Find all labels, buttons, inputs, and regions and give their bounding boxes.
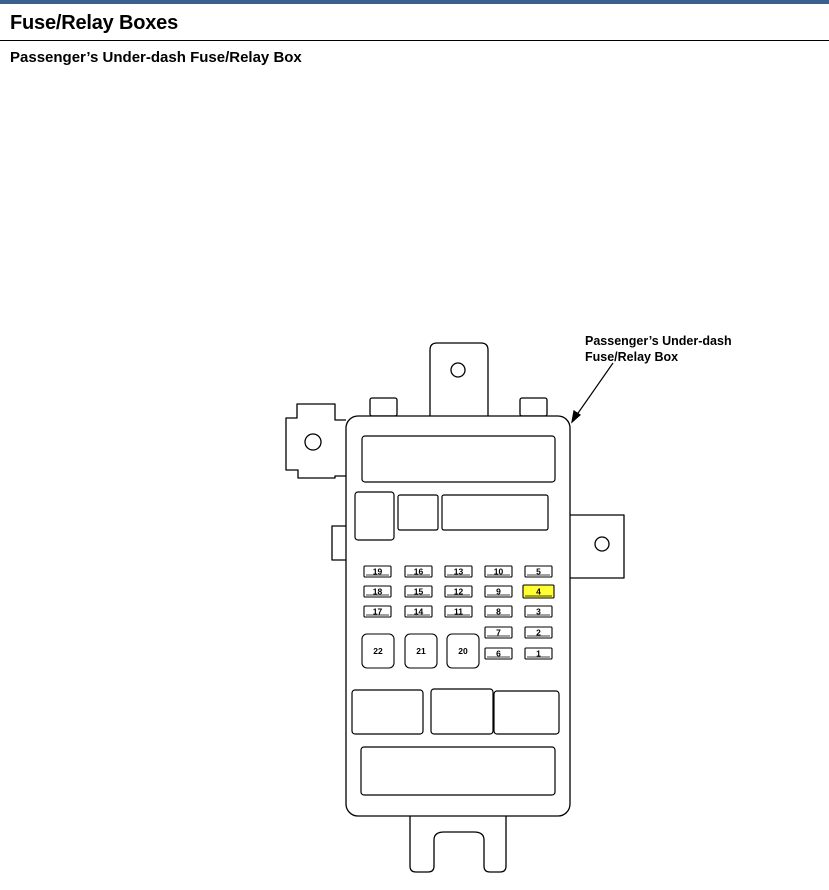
fuse-3-label: 3 [536, 607, 541, 617]
fuse-15-outline [404, 585, 433, 598]
fuse-12-label: 12 [454, 587, 464, 597]
fuse-18-outline [363, 585, 392, 598]
fuse-20-label: 20 [458, 646, 468, 656]
right-mount-hole [594, 536, 610, 552]
top-mount-hole [450, 362, 466, 378]
fuse-10-outline [484, 565, 513, 578]
fuse-5-label: 5 [536, 567, 541, 577]
callout-label-line1: Passenger’s Under-dash [585, 334, 732, 348]
fuse-1-label: 1 [536, 649, 541, 659]
fuse-8-outline [484, 605, 513, 618]
top-clip-left [369, 397, 398, 417]
fuse-15-label: 15 [414, 587, 424, 597]
fuse-22: 22 [361, 633, 395, 669]
top-bar [0, 0, 829, 4]
fuse-17-outline [363, 605, 392, 618]
left-connector [285, 403, 346, 479]
fuse-2: 2 [524, 626, 553, 639]
top-clip-right [519, 397, 548, 417]
fuse-8: 8 [484, 605, 513, 618]
fuse-7-label: 7 [496, 628, 501, 638]
callout-label-line2: Fuse/Relay Box [585, 350, 678, 364]
fuse-22-outline [361, 633, 395, 669]
fuse-4-outline [522, 584, 555, 599]
fuse-14-label: 14 [414, 607, 424, 617]
fuse-9-outline [484, 585, 513, 598]
fuse-12: 12 [444, 585, 473, 598]
section-title: Passenger’s Under-dash Fuse/Relay Box [10, 49, 302, 66]
fuse-4-label: 4 [536, 587, 541, 597]
fuse-17-label: 17 [373, 607, 383, 617]
connector-slot-left [351, 689, 424, 735]
fuse-14-outline [404, 605, 433, 618]
connector-slot-right [493, 690, 560, 735]
connector-slot-mid [430, 688, 494, 735]
fuse-13-label: 13 [454, 567, 464, 577]
bottom-connector [409, 812, 507, 873]
fuse-11-outline [444, 605, 473, 618]
fuse-18-label: 18 [373, 587, 383, 597]
fuse-22-label: 22 [373, 646, 383, 656]
fuse-19: 19 [363, 565, 392, 578]
fuse-12-outline [444, 585, 473, 598]
fuse-11: 11 [444, 605, 473, 618]
fuse-9: 9 [484, 585, 513, 598]
fuse-7-outline [484, 626, 513, 639]
fuse-6: 6 [484, 647, 513, 660]
fuse-1: 1 [524, 647, 553, 660]
left-connector-hole [304, 433, 322, 451]
relay-slot-right [441, 494, 549, 531]
fuse-11-label: 11 [454, 607, 463, 617]
fuse-2-label: 2 [536, 628, 541, 638]
fuse-13: 13 [444, 565, 473, 578]
fuse-16: 16 [404, 565, 433, 578]
fuse-5-outline [524, 565, 553, 578]
left-small-tab [331, 525, 346, 561]
fuse-7: 7 [484, 626, 513, 639]
callout-arrowhead [571, 409, 581, 424]
fuse-6-outline [484, 647, 513, 660]
fuse-2-outline [524, 626, 553, 639]
fuse-18: 18 [363, 585, 392, 598]
relay-slot-left [354, 491, 395, 541]
relay-slot-top [361, 435, 556, 483]
fuse-20-outline [446, 633, 480, 669]
relay-slot-mid [397, 494, 439, 531]
fuse-5: 5 [524, 565, 553, 578]
fuse-19-label: 19 [373, 567, 383, 577]
fuse-13-outline [444, 565, 473, 578]
fuse-4: 4 [522, 584, 555, 599]
fuse-8-label: 8 [496, 607, 501, 617]
fuse-21-outline [404, 633, 438, 669]
fuse-3: 3 [524, 605, 553, 618]
top-mount-tab [429, 342, 489, 416]
fuse-1-outline [524, 647, 553, 660]
fuse-6-label: 6 [496, 649, 501, 659]
fuse-10: 10 [484, 565, 513, 578]
page-title: Fuse/Relay Boxes [10, 12, 178, 34]
fuse-15: 15 [404, 585, 433, 598]
fuse-16-label: 16 [414, 567, 424, 577]
fuse-21: 21 [404, 633, 438, 669]
fuse-16-outline [404, 565, 433, 578]
fuse-10-label: 10 [494, 567, 504, 577]
fuse-3-outline [524, 605, 553, 618]
fuse-14: 14 [404, 605, 433, 618]
fuse-20: 20 [446, 633, 480, 669]
fuse-21-label: 21 [416, 646, 426, 656]
fuse-19-outline [363, 565, 392, 578]
right-mount-tab [570, 514, 625, 579]
connector-slot-bottom [360, 746, 556, 796]
callout-leader-line [575, 362, 614, 417]
fuse-17: 17 [363, 605, 392, 618]
fuse-9-label: 9 [496, 587, 501, 597]
title-rule [0, 40, 829, 41]
